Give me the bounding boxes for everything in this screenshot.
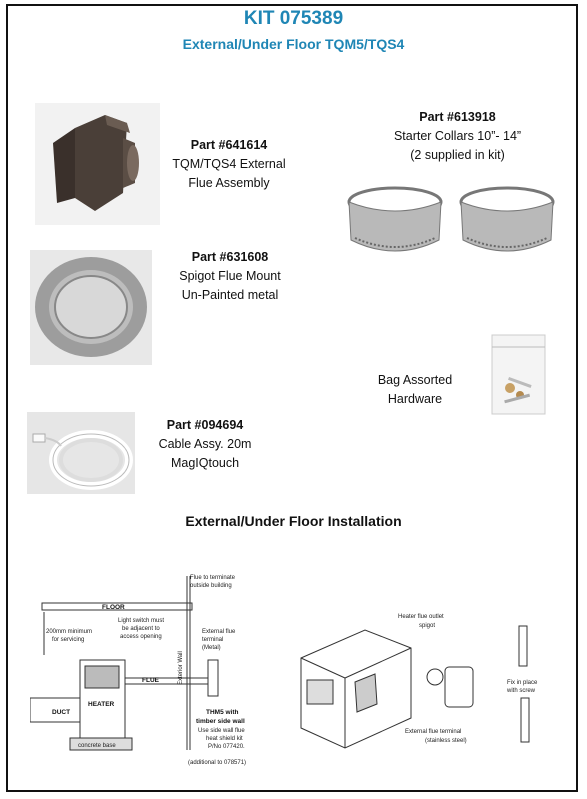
installation-heading: External/Under Floor Installation	[185, 513, 402, 529]
spigot-mount-line1: Spigot Flue Mount	[179, 269, 281, 283]
ext-terminal-label-3: (Metal)	[202, 645, 221, 651]
terminal-label: External flue terminal	[405, 729, 461, 735]
spigot-label-2: spigot	[419, 623, 435, 629]
cable-line2: MagIQtouch	[170, 456, 240, 470]
flue-label: FLUE	[142, 677, 160, 684]
heater-label: HEATER	[88, 701, 115, 708]
starter-collars-line2: (2 supplied in kit)	[410, 148, 505, 162]
kit-subtitle: External/Under Floor TQM5/TQS4	[182, 36, 405, 52]
thm5-label-5: P/No 077420.	[208, 744, 245, 750]
hardware-bag-image	[491, 334, 546, 415]
thm5-label-6: (additional to 078571)	[188, 760, 246, 766]
hardware-caption: Bag Assorted Hardware	[360, 371, 470, 409]
light-switch-label-3: access opening	[120, 634, 162, 640]
starter-collars-line1: Starter Collars 10”- 14”	[393, 129, 522, 143]
starter-collars-caption: Part #613918 Starter Collars 10”- 14” (2…	[365, 108, 550, 165]
cable-image	[27, 412, 135, 494]
min-gap-label-2: for servicing	[52, 637, 84, 643]
exterior-wall-label: Exterior Wall	[178, 651, 184, 685]
flue-assembly-caption: Part #641614 TQM/TQS4 External Flue Asse…	[160, 136, 298, 193]
duct-label: DUCT	[52, 709, 70, 716]
flue-assembly-line1: TQM/TQS4 External	[172, 157, 286, 171]
flue-note: Flue to terminate	[190, 575, 236, 581]
spigot-mount-caption: Part #631608 Spigot Flue Mount Un-Painte…	[160, 248, 300, 305]
ext-terminal-label: External flue	[202, 629, 236, 635]
terminal-label-2: (stainless steel)	[425, 738, 467, 744]
min-gap-label: 200mm minimum	[46, 629, 92, 635]
cable-line1: Cable Assy. 20m	[158, 437, 252, 451]
ext-terminal-label-2: terminal	[202, 637, 223, 643]
cable-caption: Part #094694 Cable Assy. 20m MagIQtouch	[140, 416, 270, 473]
page-border	[6, 4, 578, 792]
starter-collars-image	[347, 186, 555, 252]
cable-part-no: Part #094694	[166, 418, 244, 432]
flue-assembly-image	[35, 103, 160, 225]
spigot-mount-part-no: Part #631608	[191, 250, 269, 264]
thm5-label-2: timber side wall	[196, 718, 245, 725]
spigot-mount-image	[30, 250, 152, 365]
thm5-label-4: heat shield kit	[206, 736, 243, 742]
installation-diagram-right: Heater flue outlet spigot External flue …	[300, 614, 538, 749]
flue-assembly-part-no: Part #641614	[190, 138, 268, 152]
spigot-label: Heater flue outlet	[398, 614, 444, 620]
floor-label: FLOOR	[102, 604, 125, 611]
thm5-label: THM5 with	[206, 709, 239, 716]
flue-note-2: outside building	[190, 583, 232, 589]
light-switch-label-2: be adjacent to	[122, 626, 160, 632]
hardware-line2: Hardware	[387, 392, 443, 406]
kit-title: KIT 075389	[243, 8, 344, 29]
starter-collars-part-no: Part #613918	[419, 110, 496, 124]
flue-assembly-line2: Flue Assembly	[188, 176, 270, 190]
base-label: concrete base	[78, 743, 116, 749]
thm5-label-3: Use side wall flue	[198, 728, 245, 734]
light-switch-label: Light switch must	[118, 618, 164, 624]
spigot-mount-line2: Un-Painted metal	[181, 288, 279, 302]
fix-label-2: with screw	[506, 688, 536, 694]
fix-label: Fix in place	[507, 680, 538, 686]
hardware-line1: Bag Assorted	[377, 373, 453, 387]
installation-diagram-left: Flue to terminate outside building FLOOR…	[30, 575, 246, 766]
